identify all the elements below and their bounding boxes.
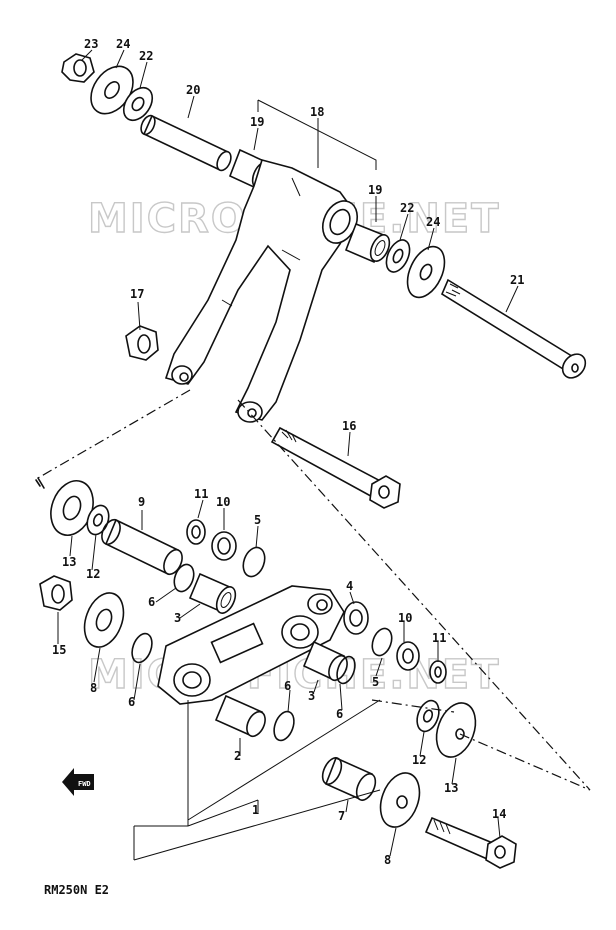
- callout-5-left: 5: [254, 513, 261, 527]
- part-13-washer-right[interactable]: [430, 698, 483, 763]
- callout-22-right: 22: [400, 201, 414, 215]
- callout-16: 16: [342, 419, 356, 433]
- callout-11-right: 11: [432, 631, 446, 645]
- part-3-bearing-upper[interactable]: [188, 572, 239, 616]
- callout-13-right: 13: [444, 781, 458, 795]
- part-1-cushion-rod[interactable]: [157, 585, 345, 705]
- part-10-bearing-left[interactable]: [211, 531, 237, 561]
- part-12-washer-right[interactable]: [413, 698, 443, 735]
- callout-11-left: 11: [194, 487, 208, 501]
- callout-12-left: 12: [86, 567, 100, 581]
- callout-6-right: 6: [336, 707, 343, 721]
- callout-9: 9: [138, 495, 145, 509]
- callout-13-left: 13: [62, 555, 76, 569]
- part-23-nut[interactable]: [61, 53, 95, 83]
- callout-4: 4: [346, 579, 353, 593]
- callout-3-right: 3: [308, 689, 315, 703]
- callout-3-upper: 3: [174, 611, 181, 625]
- callout-5-right: 5: [372, 675, 379, 689]
- part-2-bearing[interactable]: [214, 694, 269, 739]
- arrow-left-icon: [62, 768, 94, 796]
- callout-23: 23: [84, 37, 98, 51]
- part-5-circlip-right[interactable]: [369, 626, 395, 658]
- front-direction-marker: FWD: [62, 768, 94, 796]
- part-14-bolt[interactable]: [424, 816, 517, 869]
- part-6-circlip-left[interactable]: [128, 631, 155, 665]
- part-10-bearing-right[interactable]: [396, 641, 420, 671]
- part-22-washer-left[interactable]: [118, 82, 158, 125]
- front-arrow-label: FWD: [78, 780, 91, 788]
- part-4-spacer[interactable]: [343, 601, 369, 635]
- callout-7: 7: [338, 809, 345, 823]
- part-24-washer-left[interactable]: [82, 58, 141, 121]
- callout-10-right: 10: [398, 611, 412, 625]
- part-9-spacer[interactable]: [98, 517, 185, 577]
- part-6-circlip-right[interactable]: [334, 654, 359, 686]
- part-8-washer-right[interactable]: [374, 768, 427, 833]
- part-6-circlip-upper[interactable]: [171, 562, 197, 594]
- callout-10-left: 10: [216, 495, 230, 509]
- callout-19-right: 19: [368, 183, 382, 197]
- part-19-bearing-right[interactable]: [344, 222, 393, 264]
- part-20-spacer[interactable]: [138, 113, 233, 172]
- callout-6-left: 6: [128, 695, 135, 709]
- part-5-circlip-left[interactable]: [239, 544, 268, 579]
- callout-20: 20: [186, 83, 200, 97]
- callout-21: 21: [510, 273, 524, 287]
- part-24-washer-right[interactable]: [400, 241, 452, 303]
- callout-18: 18: [310, 105, 324, 119]
- callout-24-right: 24: [426, 215, 440, 229]
- callout-12-right: 12: [412, 753, 426, 767]
- callout-6-lower: 6: [284, 679, 291, 693]
- callout-2: 2: [234, 749, 241, 763]
- part-22-washer-right[interactable]: [382, 236, 414, 275]
- callout-8-left: 8: [90, 681, 97, 695]
- callout-8-right: 8: [384, 853, 391, 867]
- part-17-nut[interactable]: [125, 325, 159, 361]
- part-15-nut[interactable]: [39, 575, 73, 611]
- callout-14: 14: [492, 807, 506, 821]
- callout-1: 1: [252, 803, 259, 817]
- part-8-washer-left[interactable]: [78, 588, 131, 653]
- callout-17: 17: [130, 287, 144, 301]
- part-21-bolt[interactable]: [440, 278, 590, 382]
- callout-6-upper: 6: [148, 595, 155, 609]
- model-code: RM250N E2: [44, 883, 109, 897]
- part-11-oil-seal-left[interactable]: [186, 519, 206, 545]
- part-16-bolt[interactable]: [270, 426, 401, 509]
- callout-15: 15: [52, 643, 66, 657]
- callout-19-left: 19: [250, 115, 264, 129]
- part-6-circlip-lower[interactable]: [270, 709, 297, 743]
- callout-24-left: 24: [116, 37, 130, 51]
- part-7-spacer[interactable]: [319, 755, 379, 803]
- part-11-oil-seal-right[interactable]: [429, 660, 447, 684]
- callout-22-left: 22: [139, 49, 153, 63]
